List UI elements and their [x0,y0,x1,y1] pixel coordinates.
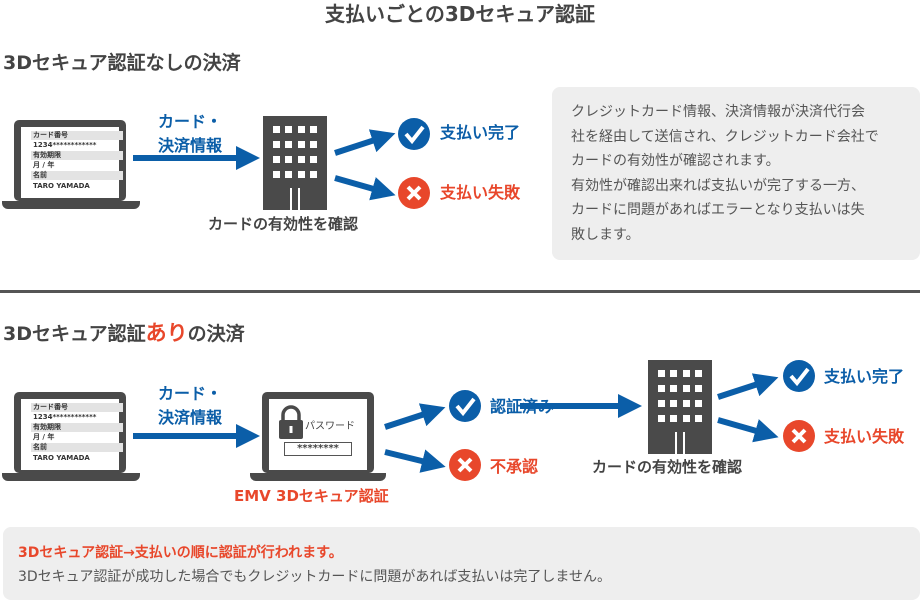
heading-post: の決済 [187,323,245,345]
expiry-label: 有効期限 [31,423,123,432]
success-label: 支払い完了 [440,123,521,142]
send-label-line1-2: カード・ [158,384,223,403]
cross-circle-icon [781,418,817,454]
expiry-value: 月 / 年 [33,161,55,169]
heading-emphasis: あり [145,321,188,345]
section2-heading: 3Dセキュア認証ありの決済 [3,323,245,344]
auth-ng-label: 不承認 [490,457,539,476]
name-label: 名前 [31,443,123,452]
success-label-2: 支払い完了 [824,367,905,386]
check-circle-icon [781,358,817,394]
card-number-value: 1234************ [33,413,97,421]
card-number-label: カード番号 [31,403,123,412]
section1-heading: 3Dセキュア認証なしの決済 [3,52,241,74]
arrow [384,403,446,430]
arrow [384,449,446,473]
name-value: TARO YAMADA [33,454,90,462]
note-line: 有効性が確認出来れば支払いが完了する一方、 [571,177,865,194]
arrow [334,175,396,201]
send-label-line2-2: 決済情報 [158,408,223,427]
section-divider [0,290,920,293]
card-number-label: カード番号 [31,131,123,140]
send-label-line1: カード・ [158,112,223,131]
emv-label: EMV 3Dセキュア認証 [234,487,389,505]
send-label-line2: 決済情報 [158,136,223,155]
building-label: カードの有効性を確認 [208,215,359,233]
summary-title: 3Dセキュア認証→支払いの順に認証が行われます。 [18,545,343,561]
expiry-value: 月 / 年 [33,433,55,441]
arrow [717,373,779,400]
failure-label: 支払い失敗 [440,183,521,202]
building-icon [263,116,327,210]
explanation-box: クレジットカード情報、決済情報が決済代行会 社を経由して送信され、クレジットカー… [552,87,920,260]
building-icon [648,360,712,454]
note-line: カードの有効性が確認されます。 [571,153,780,169]
heading-pre: 3Dセキュア認証 [3,323,146,345]
summary-box: 3Dセキュア認証→支払いの順に認証が行われます。 3Dセキュア認証が成功した場合… [3,527,920,600]
failure-label-2: 支払い失敗 [824,427,905,446]
expiry-label: 有効期限 [31,151,123,160]
check-circle-icon [396,116,432,152]
note-line: カードに問題があればエラーとなり支払いは失 [571,202,865,218]
password-field: ******** [284,442,352,456]
cross-circle-icon [447,447,483,483]
cross-circle-icon [396,175,432,211]
summary-body: 3Dセキュア認証が成功した場合でもクレジットカードに問題があれば支払いは完了しま… [18,569,611,585]
lock-icon [279,405,303,439]
page-title: 支払いごとの3Dセキュア認証 [325,2,595,26]
note-line: 社を経由して送信され、クレジットカード会社で [571,128,879,145]
arrow [334,129,396,156]
name-label: 名前 [31,171,123,180]
password-label: パスワード [305,421,355,432]
card-number-value: 1234************ [33,141,97,149]
arrow [717,417,779,443]
building-label-2: カードの有効性を確認 [592,458,743,476]
note-line: クレジットカード情報、決済情報が決済代行会 [571,104,865,120]
note-line: 敗します。 [571,226,640,243]
check-circle-icon [447,388,483,424]
name-value: TARO YAMADA [33,182,90,190]
